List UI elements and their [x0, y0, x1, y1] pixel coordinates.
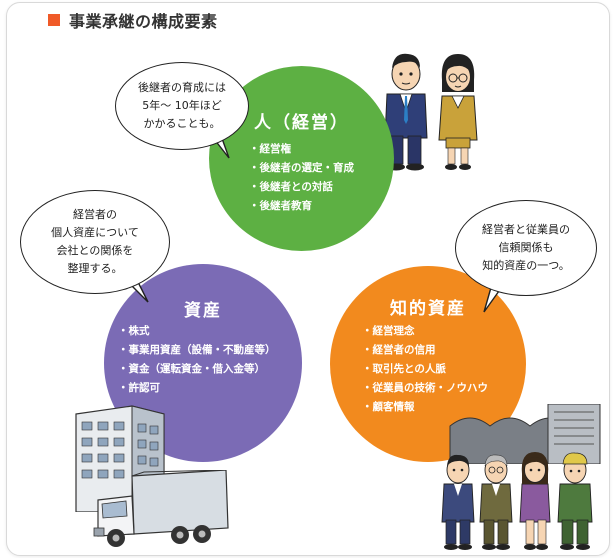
bubble-line: 知的資産の一つ。 — [482, 259, 570, 272]
factory-icon — [449, 404, 601, 464]
bubble-line: 個人資産について — [51, 226, 139, 239]
speech-bubble-trust: 経営者と従業員の 信頼関係も 知的資産の一つ。 — [455, 200, 597, 296]
header: 事業承継の構成要素 — [48, 8, 218, 32]
circle-intellect-title: 知的資産 — [390, 299, 466, 319]
bubble-line: 5年～ 10年ほど — [142, 99, 222, 112]
bubble-line: かかることも。 — [143, 117, 221, 130]
bubble-line: 整理する。 — [67, 262, 123, 275]
list-item: 許認可 — [118, 379, 276, 398]
circle-asset-list: 株式 事業用資産（設備・不動産等） 資金（運転資金・借入金等） 許認可 — [118, 322, 276, 398]
delivery-truck-icon — [93, 470, 229, 547]
list-item: 経営理念 — [362, 322, 488, 341]
bubble-line: 会社との関係を — [56, 244, 134, 257]
circle-asset-title: 資産 — [184, 301, 222, 321]
circle-person-title: 人（経営） — [254, 113, 349, 133]
list-item: 経営権 — [249, 140, 354, 159]
list-item: 従業員の技術・ノウハウ — [362, 379, 489, 398]
list-item: 後継者教育 — [249, 197, 354, 216]
circle-intellect-list: 経営理念 経営者の信用 取引先との人脈 従業員の技術・ノウハウ 顧客情報 — [362, 322, 489, 417]
bubble-line: 信頼関係も — [498, 241, 554, 254]
page-title: 事業承継の構成要素 — [69, 12, 218, 31]
title-square-icon — [48, 14, 60, 26]
speech-bubble-assets: 経営者の 個人資産について 会社との関係を 整理する。 — [20, 190, 170, 294]
employee-group-icon — [441, 452, 593, 550]
list-item: 事業用資産（設備・不動産等） — [118, 341, 276, 360]
speech-bubble-successor: 後継者の育成には 5年～ 10年ほど かかることも。 — [115, 62, 249, 150]
bubble-line: 経営者の — [73, 208, 117, 221]
bubble-line: 後継者の育成には — [138, 81, 226, 94]
list-item: 資金（運転資金・借入金等） — [118, 360, 276, 379]
list-item: 後継者の選定・育成 — [249, 159, 355, 178]
list-item: 経営者の信用 — [362, 341, 488, 360]
list-item: 顧客情報 — [362, 398, 488, 417]
list-item: 後継者との対話 — [249, 178, 354, 197]
list-item: 株式 — [118, 322, 276, 341]
circle-person-list: 経営権 後継者の選定・育成 後継者との対話 後継者教育 — [249, 140, 355, 216]
list-item: 取引先との人脈 — [362, 360, 488, 379]
business-couple-icon — [384, 53, 478, 171]
bubble-line: 経営者と従業員の — [482, 223, 570, 236]
